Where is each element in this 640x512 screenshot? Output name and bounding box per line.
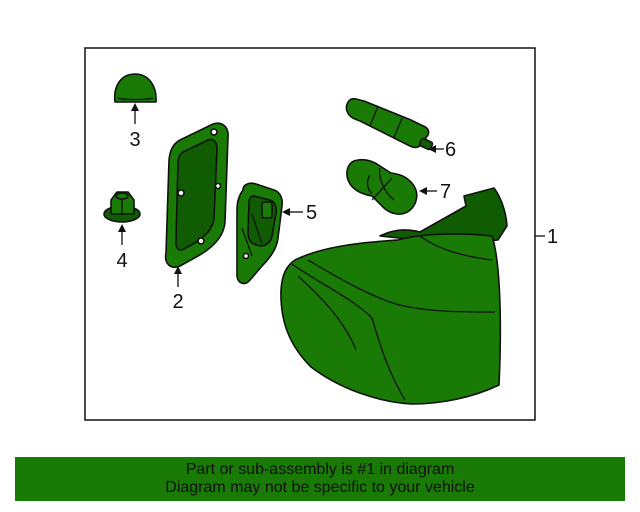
info-banner: Part or sub-assembly is #1 in diagram Di… [15,457,625,501]
diagram-frame [84,47,536,421]
part-1-tail-lamp[interactable] [280,187,508,405]
banner-line-1: Part or sub-assembly is #1 in diagram [185,461,455,478]
callout-2: 2 [172,291,183,313]
callout-5-arrow [282,208,303,216]
callout-4-arrow [118,224,126,245]
callout-5: 5 [306,202,317,224]
part-6-bulb[interactable] [345,97,434,151]
part-2-gasket[interactable] [164,122,229,268]
part-4-nut[interactable] [103,191,141,223]
callout-3-arrow [131,103,139,124]
callout-7-arrow [419,187,437,195]
callout-1: 1 [547,226,558,248]
part-7-bulb[interactable] [346,158,418,215]
callout-2-arrow [174,266,182,287]
callout-4: 4 [116,250,127,272]
callout-3: 3 [129,129,140,151]
callout-6: 6 [445,139,456,161]
callout-7: 7 [440,181,451,203]
part-5-socket[interactable] [236,182,283,285]
part-3-cap[interactable] [113,73,157,103]
callout-6-arrow [428,145,444,153]
banner-line-2: Diagram may not be specific to your vehi… [165,479,475,496]
